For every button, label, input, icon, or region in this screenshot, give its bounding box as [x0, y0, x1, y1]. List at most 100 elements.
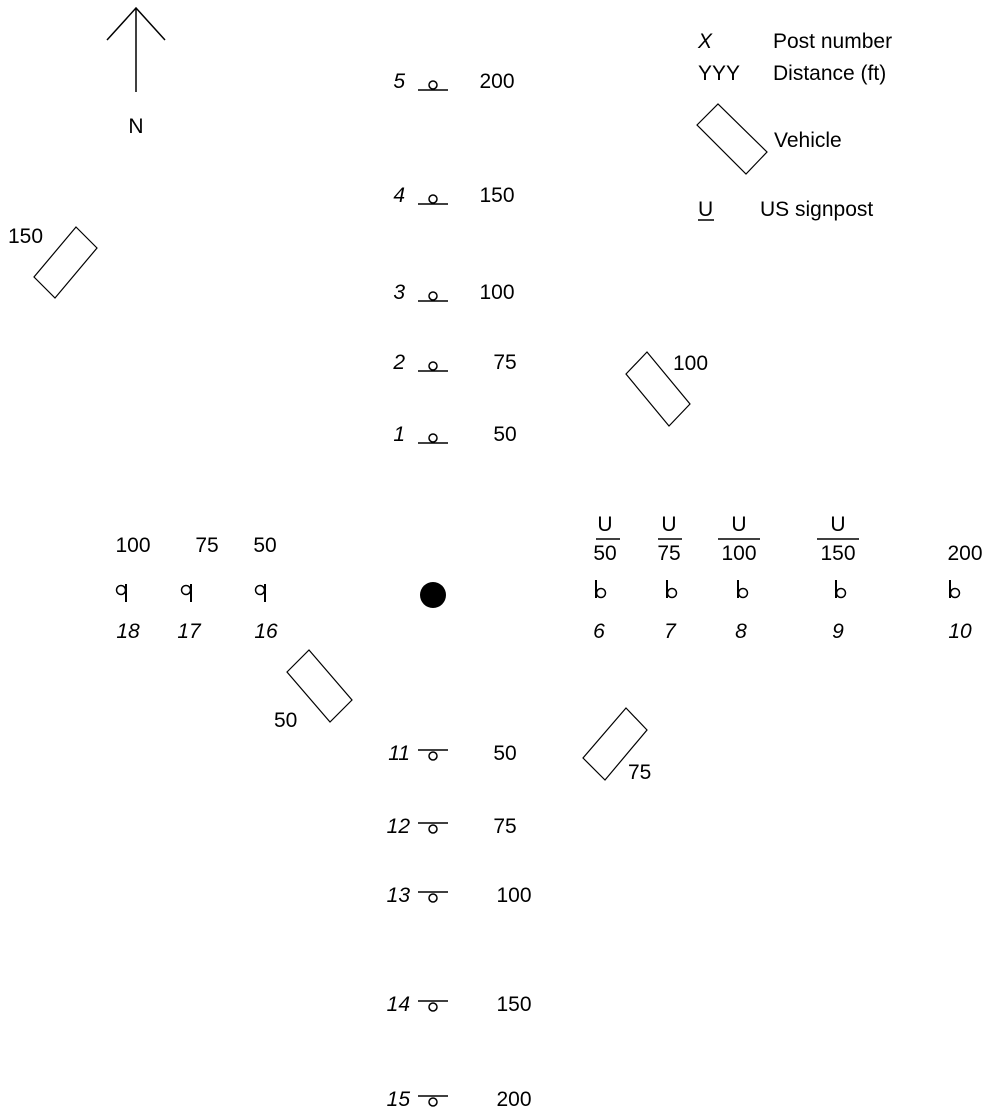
- east-post: U 100 8: [718, 513, 760, 643]
- vehicle-icon: [582, 707, 648, 781]
- post-distance: 150: [496, 993, 531, 1016]
- legend-distance-symbol: YYY: [698, 62, 740, 85]
- post-us-marker: U: [597, 513, 612, 536]
- post-distance: 75: [657, 542, 680, 565]
- post-number: 14: [387, 993, 410, 1016]
- vehicles: 150 100 50 75: [8, 225, 708, 784]
- post-number: 9: [832, 620, 844, 643]
- legend-post-label: Post number: [773, 30, 892, 53]
- legend: X Post number YYY Distance (ft) Vehicle …: [696, 30, 892, 221]
- post-distance: 150: [820, 542, 855, 565]
- post-icon: [428, 80, 438, 90]
- post-number: 3: [393, 281, 405, 304]
- post-number: 2: [392, 351, 405, 374]
- legend-vehicle-icon: [696, 103, 768, 175]
- post-icon: [428, 1002, 438, 1012]
- post-icon: [595, 587, 607, 599]
- post-distance: 50: [493, 742, 516, 765]
- vehicle-icon: [625, 351, 691, 427]
- vehicle-northeast: 100: [625, 351, 708, 427]
- vehicle-northwest: 150: [8, 225, 98, 299]
- post-distance: 200: [496, 1088, 531, 1111]
- vehicle-distance: 100: [673, 352, 708, 375]
- post-us-marker: U: [830, 513, 845, 536]
- post-distance: 200: [947, 542, 982, 565]
- post-number: 11: [388, 742, 410, 765]
- post-us-marker: U: [731, 513, 746, 536]
- vehicle-distance: 50: [274, 709, 297, 732]
- post-distance: 100: [115, 534, 150, 557]
- post-icon: [428, 194, 438, 204]
- post-icon: [428, 824, 438, 834]
- post-number: 1: [393, 423, 405, 446]
- south-posts: 11 50 12 75 13 100 14 150 15 200: [387, 742, 532, 1111]
- post-distance: 75: [493, 351, 516, 374]
- post-icon: [180, 584, 192, 596]
- origin-point: [420, 582, 446, 608]
- post-distance: 100: [496, 884, 531, 907]
- post-number: 16: [254, 620, 278, 643]
- west-post: 75 17: [177, 534, 218, 643]
- post-number: 8: [735, 620, 747, 643]
- legend-us-label: US signpost: [760, 198, 873, 221]
- north-post: 2 75: [392, 351, 516, 374]
- vehicle-icon: [286, 649, 353, 723]
- post-icon: [428, 893, 438, 903]
- north-posts: 5 200 4 150 3 100 2 75 1 50: [392, 70, 516, 446]
- vehicle-southwest: 50: [274, 649, 353, 732]
- north-post: 4 150: [393, 184, 514, 207]
- south-post: 15 200: [387, 1088, 532, 1111]
- post-icon: [666, 587, 678, 599]
- post-icon: [428, 1097, 438, 1107]
- south-post: 14 150: [387, 993, 532, 1016]
- post-icon: [949, 587, 961, 599]
- vehicle-distance: 75: [628, 761, 651, 784]
- legend-vehicle-label: Vehicle: [774, 129, 842, 152]
- north-arrow: N: [106, 6, 166, 138]
- post-distance: 100: [721, 542, 756, 565]
- post-us-marker: U: [661, 513, 676, 536]
- post-distance: 50: [493, 423, 516, 446]
- east-posts: U 50 6 U 75 7 U 100 8 U 150: [593, 513, 982, 643]
- post-number: 13: [387, 884, 411, 907]
- post-icon: [428, 291, 438, 301]
- east-post: U 75 7: [657, 513, 682, 643]
- post-icon: [737, 587, 749, 599]
- post-icon: [428, 433, 438, 443]
- post-number: 10: [948, 620, 972, 643]
- vehicle-icon: [33, 226, 98, 299]
- vehicle-southeast: 75: [582, 707, 651, 784]
- post-number: 17: [177, 620, 202, 643]
- south-post: 12 75: [387, 815, 517, 838]
- post-distance: 200: [479, 70, 514, 93]
- post-icon: [254, 584, 266, 596]
- post-number: 4: [393, 184, 405, 207]
- west-posts: 100 18 75 17 50 16: [115, 534, 278, 643]
- north-arrow-head-icon: [106, 6, 166, 41]
- post-number: 18: [116, 620, 140, 643]
- post-icon: [428, 361, 438, 371]
- north-post: 5 200: [393, 70, 514, 93]
- post-distance: 100: [479, 281, 514, 304]
- post-distance: 50: [253, 534, 276, 557]
- post-icon: [428, 751, 438, 761]
- post-distance: 150: [479, 184, 514, 207]
- west-post: 100 18: [115, 534, 150, 643]
- post-number: 7: [664, 620, 677, 643]
- post-number: 15: [387, 1088, 411, 1111]
- east-post: U 150 9: [817, 513, 859, 643]
- post-distance: 75: [493, 815, 516, 838]
- post-distance: 50: [593, 542, 616, 565]
- post-number: 5: [393, 70, 405, 93]
- north-post: 1 50: [393, 423, 516, 446]
- legend-distance-label: Distance (ft): [773, 62, 886, 85]
- post-number: 12: [387, 815, 411, 838]
- post-distance: 75: [195, 534, 218, 557]
- vehicle-distance: 150: [8, 225, 43, 248]
- south-post: 11 50: [388, 742, 516, 765]
- east-post: 200 10: [947, 542, 982, 643]
- west-post: 50 16: [253, 534, 278, 643]
- legend-us-symbol: U: [698, 198, 713, 221]
- post-icon: [835, 587, 847, 599]
